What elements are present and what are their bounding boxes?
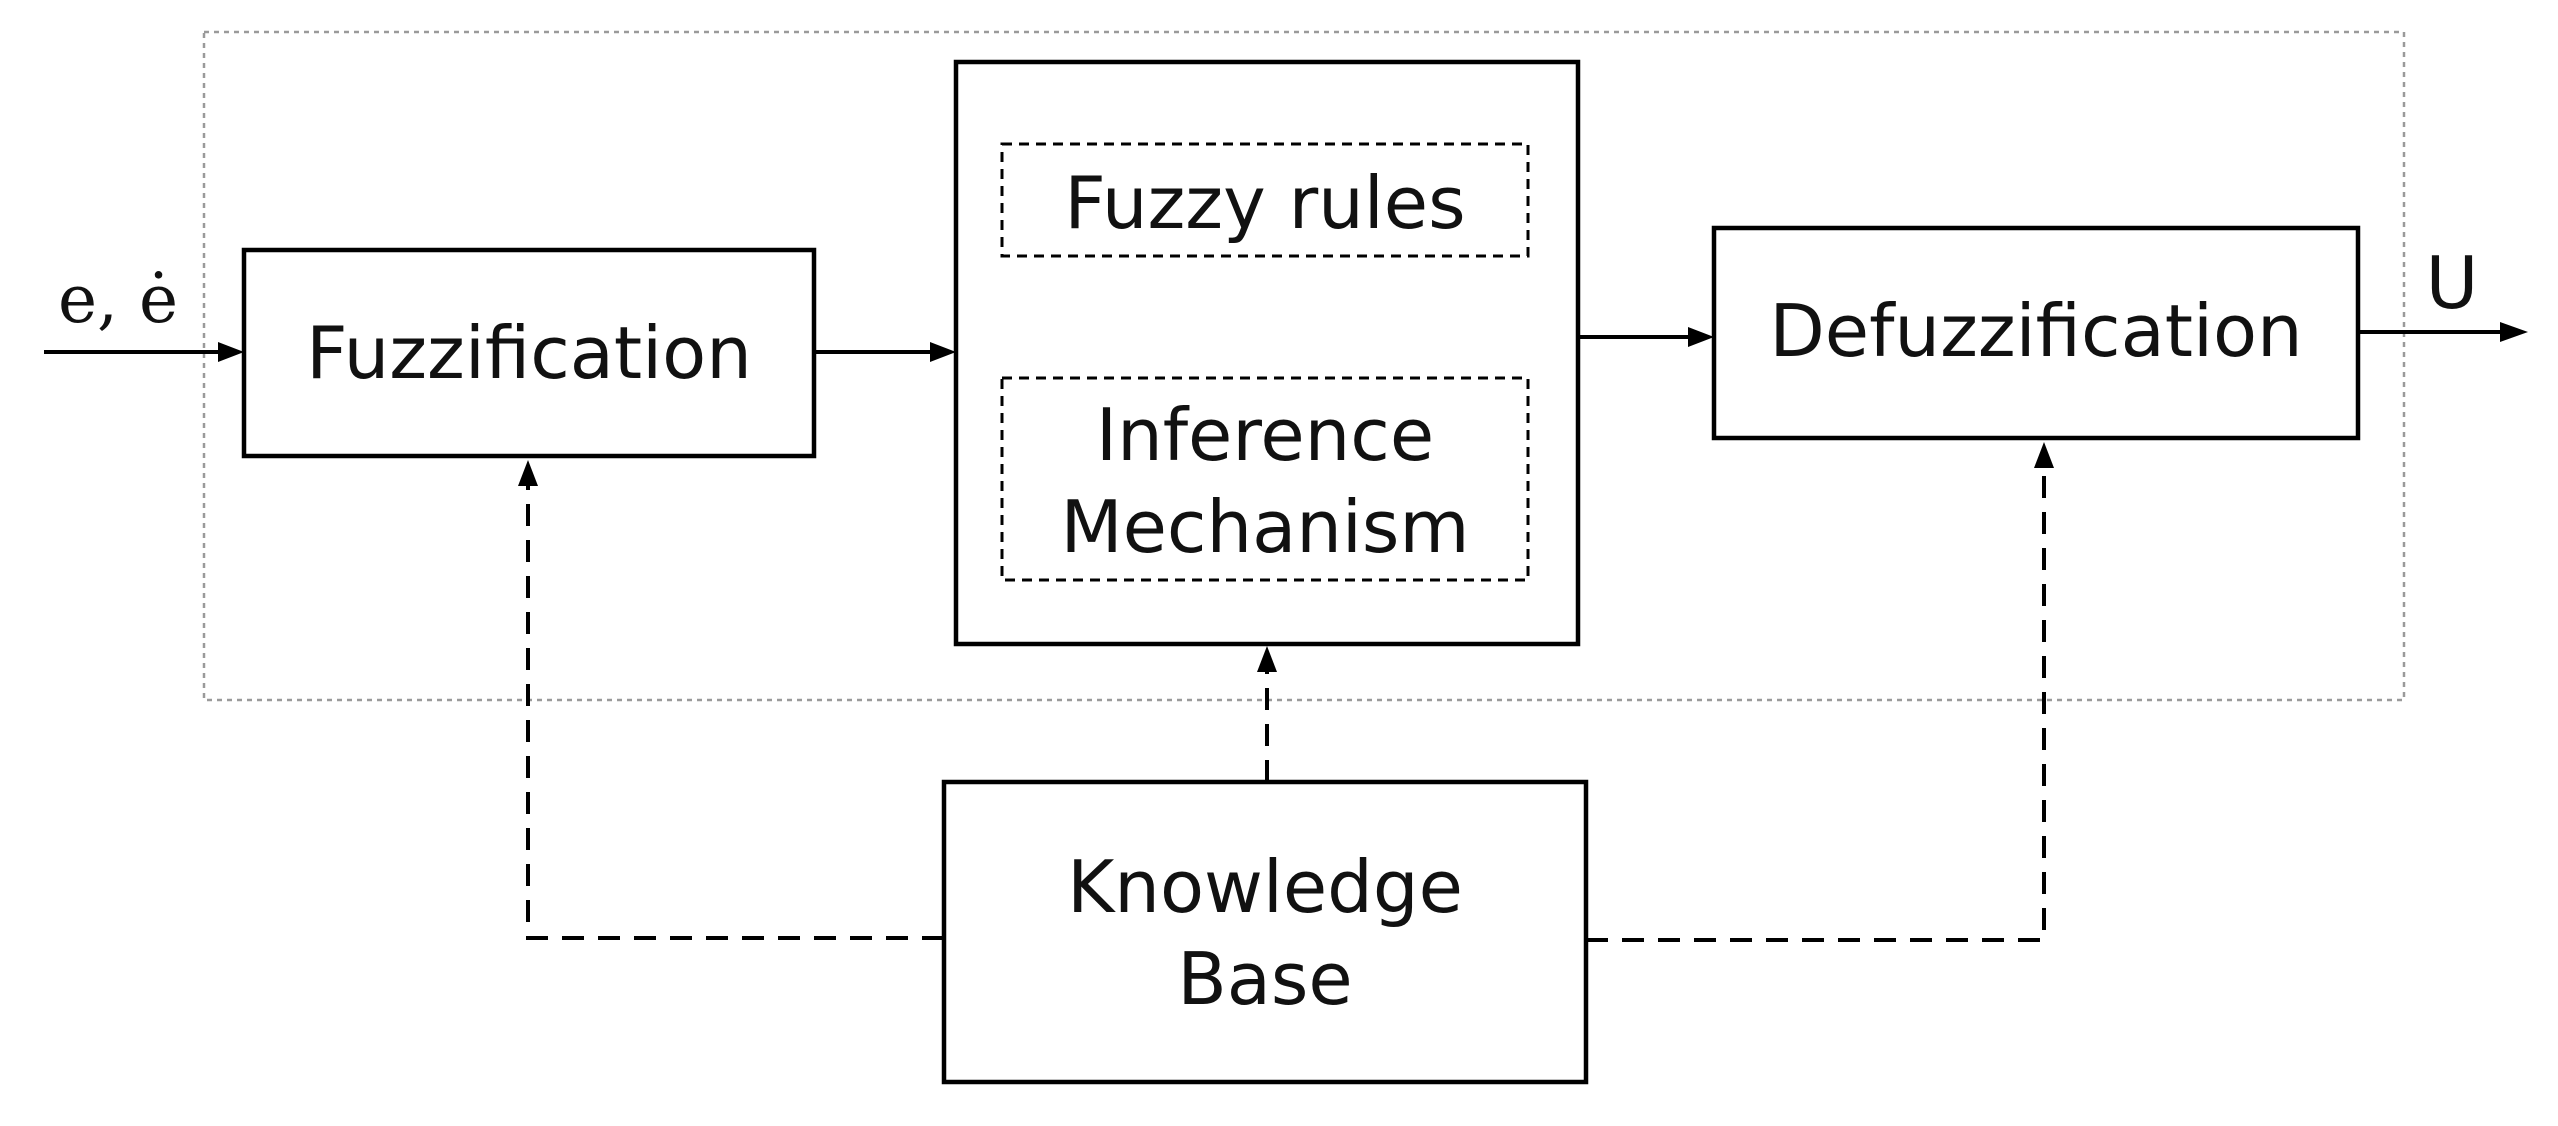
kb-to-fuzzification-link <box>526 486 944 940</box>
inference-label-line1: Inference <box>1096 393 1434 477</box>
output-label: U <box>2426 241 2479 325</box>
kb-to-fuzzification-arrowhead <box>518 460 538 486</box>
input-label: e, ė <box>58 261 178 338</box>
inference-label-line2: Mechanism <box>1060 485 1469 569</box>
fuzzification-label: Fuzzification <box>306 311 752 395</box>
fuzzy-rules-label: Fuzzy rules <box>1064 161 1465 245</box>
kb-to-defuzzification-arrowhead <box>2034 442 2054 468</box>
input-arrowhead <box>218 342 244 362</box>
controller-boundary <box>202 30 2406 702</box>
fuzzification-to-inference-arrowhead <box>930 342 956 362</box>
fuzzification-box <box>241 247 817 459</box>
fuzzy-rules-box <box>1000 142 1530 258</box>
inference-mechanism-box <box>1000 376 1530 582</box>
kb-to-defuzzification-link <box>1586 468 2046 942</box>
kb-to-inference-arrowhead <box>1257 646 1277 672</box>
rule-inference-box <box>953 59 1581 647</box>
knowledge-base-label-line1: Knowledge <box>1067 845 1463 929</box>
knowledge-base-label-line2: Base <box>1177 937 1352 1021</box>
output-arrowhead <box>2500 322 2528 342</box>
inference-to-defuzzification-arrowhead <box>1688 327 1714 347</box>
defuzzification-box <box>1711 225 2361 441</box>
defuzzification-label: Defuzzification <box>1769 289 2302 373</box>
knowledge-base-box <box>941 779 1589 1085</box>
